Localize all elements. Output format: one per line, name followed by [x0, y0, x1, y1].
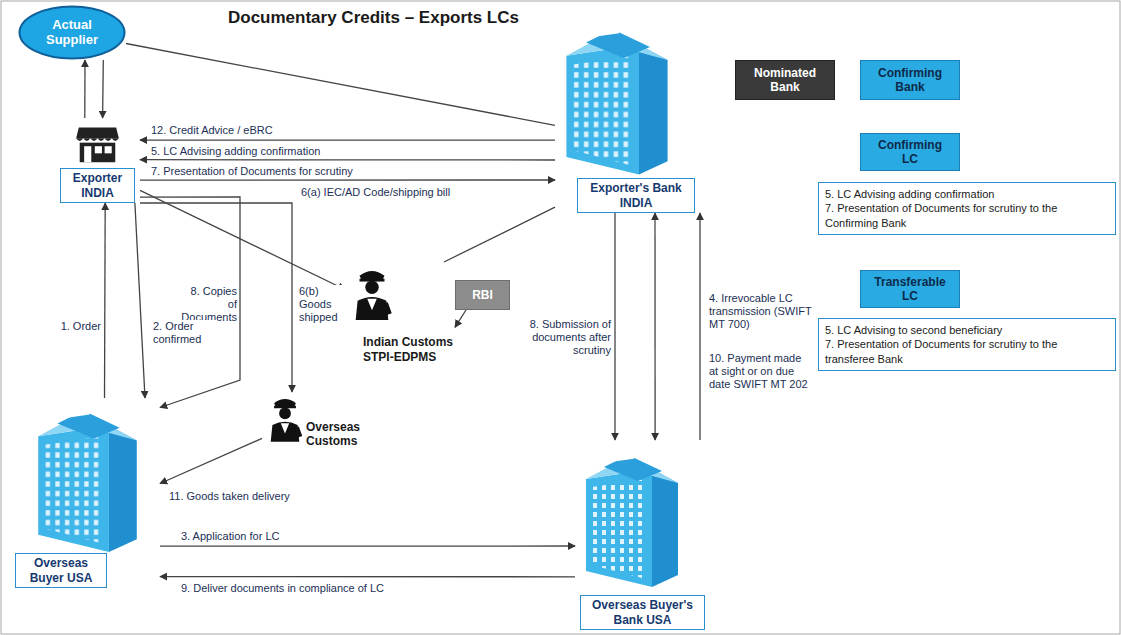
edge-label: 8. Copies of Documents — [178, 285, 238, 325]
diagram-title: Documentary Credits – Exports LCs — [228, 8, 519, 28]
node-label: Exporter's Bank INDIA — [577, 178, 695, 213]
edge-label: 8. Submission of documents after scrutin… — [528, 318, 612, 358]
flow-arrow — [140, 159, 555, 161]
customs-node: Indian Customs STPI-EDPMS — [345, 262, 455, 364]
node-text: Overseas Buyer's Bank USA — [584, 598, 701, 627]
rbi-box: RBI — [455, 280, 510, 310]
customs-node: Overseas Customs — [262, 392, 412, 450]
edge-label: 10. Payment made at sight or on due date… — [708, 352, 814, 392]
node-text: Confirming LC — [873, 138, 947, 167]
flow-arrow — [699, 213, 700, 440]
flow-arrow — [140, 190, 345, 289]
node-text: Transferable LC — [873, 275, 947, 304]
flow-arrow — [654, 213, 655, 440]
note-box: 5. LC Advising adding confirmation7. Pre… — [818, 182, 1116, 235]
edge-label: 2. Order confirmed — [152, 320, 216, 346]
node-label: Overseas Buyer USA — [15, 553, 107, 588]
bank-node: Exporter's Bank INDIA — [555, 18, 705, 213]
edge-label: 9. Deliver documents in compliance of LC — [180, 582, 442, 595]
flow-arrow — [140, 139, 555, 140]
node-label: Exporter INDIA — [60, 168, 135, 203]
flow-arrow — [84, 60, 85, 118]
flow-arrow — [140, 179, 555, 180]
flow-arrow — [102, 60, 104, 118]
node-text: Nominated Bank — [748, 66, 822, 95]
supplier-ellipse: Actual Supplier — [18, 5, 126, 60]
bank-box: Confirming Bank — [860, 60, 960, 100]
flow-arrow — [135, 203, 145, 398]
bank-box: Nominated Bank — [735, 60, 835, 100]
edge-label: 6(b) Goods shipped — [298, 285, 346, 325]
bank-building — [586, 452, 678, 587]
node-text: RBI — [472, 288, 493, 302]
flow-arrow — [455, 310, 466, 327]
node-label: Overseas Customs — [306, 420, 412, 449]
bank-building — [566, 26, 667, 175]
lc-box: Confirming LC — [860, 133, 960, 171]
node-text: Exporter INDIA — [64, 171, 131, 200]
note-text: 7. Presentation of Documents for scrutin… — [825, 337, 1109, 366]
flow-arrow — [160, 545, 575, 547]
flow-arrow — [160, 438, 262, 483]
note-box: 5. LC Advising to second beneficiary7. P… — [818, 318, 1116, 371]
flow-arrow — [444, 207, 555, 262]
flow-arrow — [160, 576, 575, 578]
buyer-bank-node: Overseas Buyer's Bank USA — [575, 440, 710, 630]
lc-box: Transferable LC — [860, 270, 960, 308]
edge-label: 4. Irrevocable LC transmission (SWIFT MT… — [708, 292, 814, 332]
edge-label: 3. Application for LC — [180, 530, 382, 543]
shop-icon — [76, 128, 119, 163]
edge-label: 7. Presentation of Documents for scrutin… — [150, 165, 392, 178]
edge-label: 12. Credit Advice / eBRC — [150, 124, 312, 137]
flow-arrow — [126, 44, 555, 126]
flow-arrow — [104, 203, 106, 398]
node-label: Indian Customs STPI-EDPMS — [363, 335, 455, 364]
node-text: Indian Customs STPI-EDPMS — [363, 335, 455, 364]
exporter-node: Exporter INDIA — [55, 118, 140, 203]
note-text: 5. LC Advising adding confirmation — [825, 187, 1109, 201]
edge-label: 1. Order — [50, 320, 102, 333]
node-text: Exporter's Bank INDIA — [581, 181, 691, 210]
node-text: Actual Supplier — [36, 18, 108, 48]
customs-officer-icon — [356, 271, 392, 320]
flow-arrow — [614, 213, 615, 440]
flow-arrow — [140, 197, 240, 408]
node-text: Overseas Customs — [306, 420, 412, 449]
flow-arrow — [140, 203, 292, 392]
node-label: Overseas Buyer's Bank USA — [580, 595, 705, 630]
customs-officer-icon — [271, 399, 303, 442]
edge-label: 5. LC Advising adding confirmation — [150, 145, 372, 158]
edge-label: 6(a) IEC/AD Code/shipping bill — [300, 186, 487, 199]
edge-label: 11. Goods taken delivery — [168, 490, 320, 503]
note-text: 7. Presentation of Documents for scrutin… — [825, 201, 1109, 230]
note-text: 5. LC Advising to second beneficiary — [825, 323, 1109, 337]
node-text: Overseas Buyer USA — [19, 556, 103, 585]
buyer-building — [38, 407, 137, 552]
node-text: Confirming Bank — [873, 66, 947, 95]
buyer-node: Overseas Buyer USA — [10, 398, 160, 588]
